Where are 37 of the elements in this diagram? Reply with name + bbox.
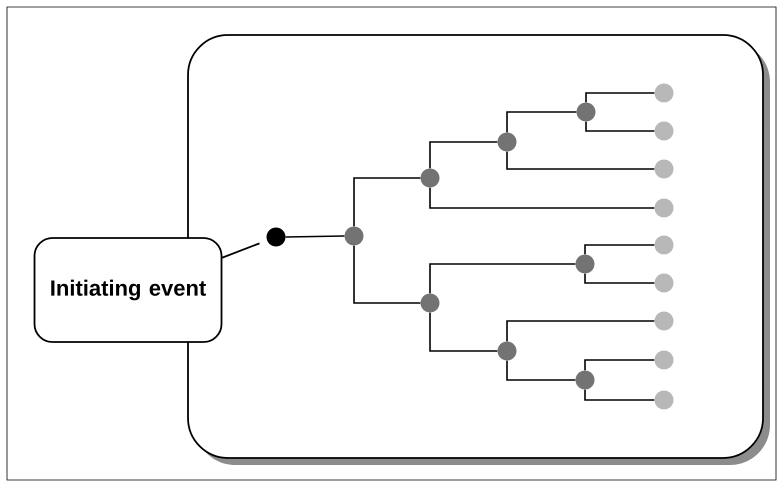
branch-point bbox=[344, 226, 364, 246]
branch-line bbox=[584, 390, 654, 401]
branch-point bbox=[498, 342, 516, 360]
branch-point bbox=[576, 254, 594, 274]
branch-line bbox=[506, 111, 576, 132]
outcome-point bbox=[654, 122, 674, 140]
branch-line bbox=[585, 122, 654, 132]
branch-line bbox=[585, 92, 654, 102]
outcome-point bbox=[654, 160, 674, 178]
branch-point bbox=[420, 168, 440, 188]
branch-line bbox=[429, 312, 498, 352]
outcome-point bbox=[654, 390, 674, 410]
branch-line bbox=[584, 359, 654, 370]
outcome-point bbox=[654, 312, 674, 330]
leader-line bbox=[221, 242, 260, 259]
branch-point bbox=[498, 132, 516, 152]
outcome-point bbox=[654, 236, 674, 254]
branch-line bbox=[506, 320, 654, 342]
branch-line bbox=[429, 141, 498, 168]
outcome-point bbox=[654, 350, 674, 370]
branch-line bbox=[584, 244, 654, 254]
start-dot bbox=[266, 228, 286, 246]
outcome-point bbox=[654, 84, 674, 102]
branch-line bbox=[506, 152, 654, 170]
branch-line bbox=[353, 177, 420, 226]
branch-point bbox=[576, 370, 594, 390]
outcome-point bbox=[654, 198, 674, 218]
callout-bubble: Initiating event bbox=[34, 237, 222, 343]
branch-line bbox=[506, 360, 576, 381]
branch-line bbox=[429, 188, 654, 209]
branch-line bbox=[429, 263, 576, 294]
branch-line bbox=[584, 274, 654, 284]
branch-point bbox=[576, 102, 596, 122]
outcome-point bbox=[654, 274, 674, 292]
branch-line bbox=[286, 235, 344, 238]
branch-point bbox=[420, 294, 440, 312]
branch-line bbox=[353, 246, 420, 304]
